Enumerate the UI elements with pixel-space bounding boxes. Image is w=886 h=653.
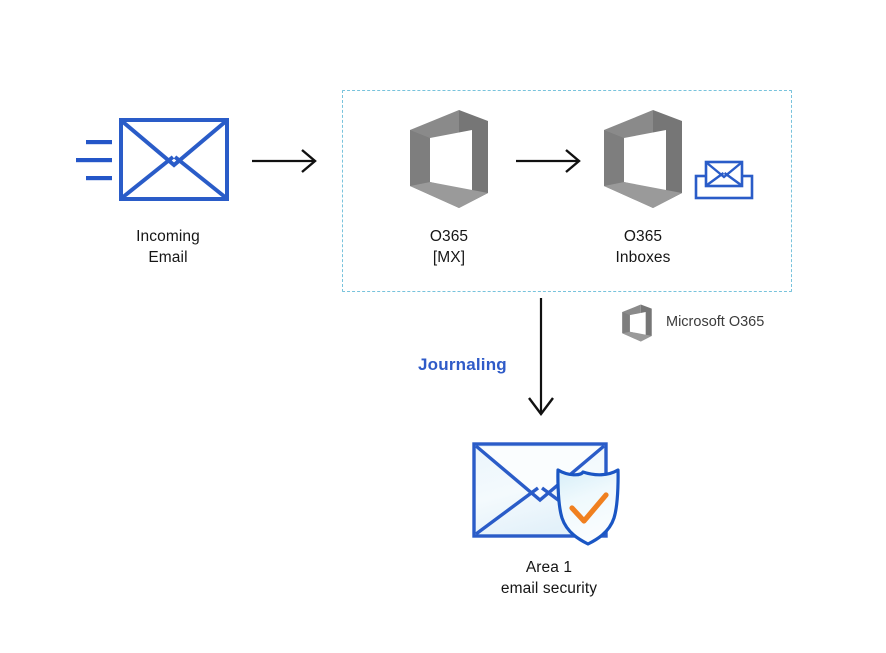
- envelope-flap: [121, 120, 227, 168]
- envelope-with-shield-check-icon: [472, 442, 620, 546]
- logo-left-shade: [410, 130, 430, 186]
- tray-envelope-fold-right: [723, 172, 742, 186]
- envelope-fold-left: [474, 486, 540, 536]
- journaling-edge-label: Journaling: [418, 355, 507, 374]
- office-365-logo-icon: [622, 304, 652, 342]
- microsoft-o365-dashed-zone: [342, 90, 792, 292]
- node-area1-label: Area 1 email security: [500, 559, 598, 597]
- arrow-journaling-down: [524, 298, 558, 420]
- arrow-head: [565, 149, 581, 173]
- tray-envelope-flap: [706, 162, 742, 179]
- arrow-incoming-to-mx: [252, 145, 322, 177]
- arrow-head: [528, 397, 554, 416]
- envelope-fold-left: [121, 155, 175, 199]
- check-icon: [569, 492, 609, 524]
- logo-bottom-shade: [604, 182, 682, 208]
- envelope-with-motion-lines-icon: [76, 118, 229, 201]
- node-o365-mx: [404, 108, 494, 210]
- tray-envelope-fold-left: [706, 172, 725, 186]
- envelope-flap: [474, 444, 606, 503]
- logo-inner-page: [624, 130, 666, 192]
- arrow-head: [301, 149, 317, 173]
- logo-bottom-shade: [622, 331, 652, 342]
- shield-shape: [556, 468, 620, 546]
- node-o365-inboxes: [598, 108, 688, 210]
- node-incoming-email-label: Incoming Email: [136, 228, 200, 266]
- motion-line-bottom: [86, 176, 112, 181]
- legend-item-label: Microsoft O365: [666, 314, 765, 330]
- motion-line-middle: [76, 158, 112, 163]
- envelope-fold-right: [173, 155, 227, 199]
- logo-inner-page: [629, 312, 646, 336]
- logo-left-shade: [622, 312, 630, 334]
- logo-bottom-shade: [410, 182, 488, 208]
- node-o365-inboxes-label: O365 Inboxes: [615, 228, 671, 266]
- envelope-flap-fill: [477, 447, 603, 500]
- node-incoming-email: [72, 115, 232, 210]
- node-o365-mx-label: O365 [MX]: [429, 228, 469, 266]
- legend: Microsoft O365: [620, 303, 830, 345]
- node-area1-email-security: [466, 432, 636, 547]
- office-365-logo-icon: [604, 110, 682, 208]
- logo-inner-page: [430, 130, 472, 192]
- legend-item-microsoft-o365: Microsoft O365: [620, 303, 830, 345]
- inbox-tray-envelope-icon: [694, 158, 754, 202]
- motion-line-top: [86, 140, 112, 145]
- logo-left-shade: [604, 130, 624, 186]
- office-365-logo-icon: [410, 110, 488, 208]
- arrow-mx-to-inboxes: [516, 145, 586, 177]
